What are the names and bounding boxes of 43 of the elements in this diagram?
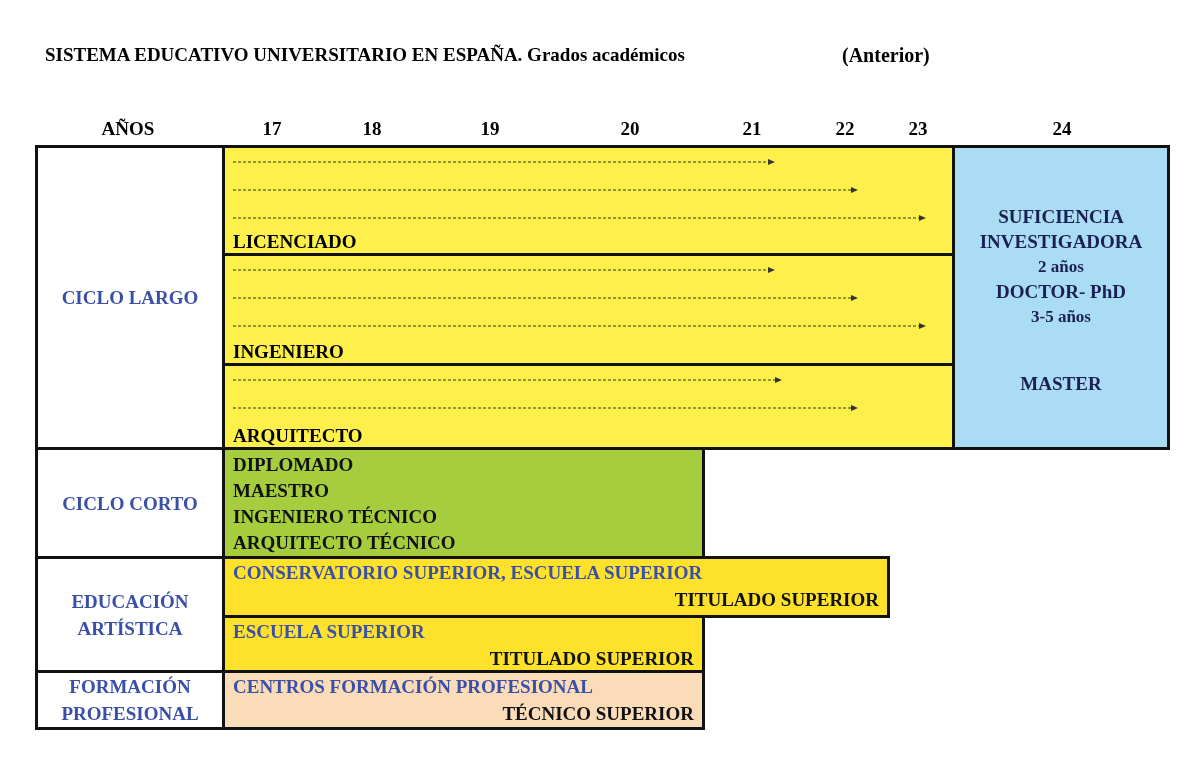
degree-bar bbox=[222, 447, 705, 559]
title-text: SISTEMA EDUCATIVO UNIVERSITARIO EN ESPAÑA. Grados académicos bbox=[45, 44, 685, 66]
degree-label: TITULADO SUPERIOR bbox=[488, 647, 694, 671]
year-header: 24 bbox=[1051, 118, 1073, 140]
degree-label: INGENIERO TÉCNICO bbox=[233, 505, 438, 529]
degree-bar bbox=[222, 670, 705, 730]
degree-label: 3-5 años bbox=[1031, 306, 1091, 328]
degree-label: TÉCNICO SUPERIOR bbox=[501, 702, 694, 726]
institution-label: ESCUELA SUPERIOR bbox=[233, 620, 426, 644]
category-label: EDUCACIÓN ARTÍSTICA bbox=[70, 589, 190, 641]
year-header: 20 bbox=[619, 118, 641, 140]
degree-label: TITULADO SUPERIOR bbox=[673, 588, 879, 612]
year-header: 23 bbox=[907, 118, 929, 140]
year-header: 22 bbox=[834, 118, 856, 140]
degree-label: DOCTOR- PhD bbox=[996, 280, 1126, 304]
year-header: 17 bbox=[261, 118, 283, 140]
degree-bar bbox=[222, 615, 705, 673]
degree-label: ARQUITECTO TÉCNICO bbox=[233, 531, 457, 555]
year-header: 18 bbox=[361, 118, 383, 140]
year-header: 21 bbox=[741, 118, 763, 140]
degree-label: MAESTRO bbox=[233, 479, 331, 503]
category-label: CICLO CORTO bbox=[62, 491, 198, 516]
category-label: CICLO LARGO bbox=[61, 286, 199, 310]
year-header: AÑOS bbox=[100, 118, 156, 140]
note-text: (Anterior) bbox=[842, 44, 930, 67]
degree-label: LICENCIADO bbox=[233, 231, 357, 253]
degree-label: INGENIERO bbox=[233, 341, 344, 363]
degree-label: MASTER bbox=[1020, 372, 1102, 396]
degree-bar bbox=[222, 145, 955, 256]
degree-label: 2 años bbox=[1038, 256, 1084, 278]
category-cell bbox=[35, 145, 225, 450]
degree-bar bbox=[222, 363, 955, 450]
institution-label: CENTROS FORMACIÓN PROFESIONAL bbox=[233, 675, 594, 699]
postgraduate-box bbox=[952, 145, 1170, 450]
degree-label: ARQUITECTO bbox=[233, 425, 363, 447]
category-cell bbox=[35, 670, 225, 730]
degree-label: DIPLOMADO bbox=[233, 453, 355, 477]
degree-bar bbox=[222, 556, 890, 618]
institution-label: CONSERVATORIO SUPERIOR, ESCUELA SUPERIOR bbox=[233, 561, 704, 585]
category-label: FORMACIÓN PROFESIONAL bbox=[60, 675, 200, 726]
degree-bar bbox=[222, 253, 955, 366]
degree-label: SUFICIENCIA INVESTIGADORA bbox=[978, 205, 1144, 254]
year-header: 19 bbox=[479, 118, 501, 140]
